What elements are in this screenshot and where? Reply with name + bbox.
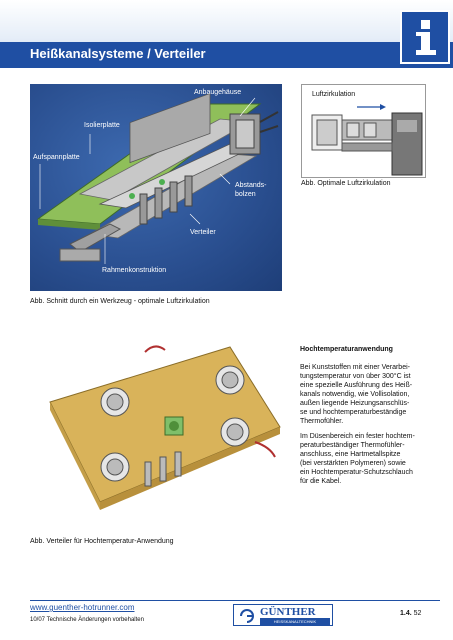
air-circulation-illustration [311,104,423,176]
header-bar [0,42,453,68]
paragraph-2-line: anschluss, eine Hartmetallspitze [300,451,401,458]
paragraph-2-line: Im Düsenbereich ein fester hochtem- [300,433,415,440]
paragraph-2: Im Düsenbereich ein fester hochtem- pera… [300,432,430,486]
paragraph-1: Bei Kunststoffen mit einer Verarbei- tun… [300,363,430,426]
distributor-figure [30,332,282,532]
distributor-illustration [49,345,281,510]
paragraph-2-line: für die Kabel. [300,478,342,485]
paragraph-2-line: ein Hochtemperatur-Schutzschlauch [300,469,413,476]
paragraph-1-line: außen liegende Heizungsanschlüs- [300,400,410,407]
air-circulation-figure: Luftzirkulation [301,84,426,178]
page-title: Heißkanalsysteme / Verteiler [30,46,206,61]
label-aufspannplatte: Aufspannplatte [33,154,80,161]
caption-tool-section: Abb. Schnitt durch ein Werkzeug - optima… [30,298,210,305]
website-link[interactable]: www.guenther-hotrunner.com [30,603,135,612]
paragraph-1-line: eine spezielle Ausführung des Heiß- [300,382,413,389]
paragraph-1-line: Bei Kunststoffen mit einer Verarbei- [300,364,410,371]
info-icon [400,10,450,64]
tool-section-illustration [36,92,279,264]
label-rahmenkonstruktion: Rahmenkonstruktion [102,267,167,274]
paragraph-2-line: peraturbeständiger Thermofühler- [300,442,405,449]
logo-mark-icon [240,609,254,623]
label-abstandsbolzen-2: bolzen [235,191,256,198]
label-isolierplatte: Isolierplatte [84,122,120,129]
paragraph-1-line: tungstemperatur von über 300°C ist [300,373,411,380]
footer-divider [30,600,440,601]
tool-section-figure: Anbaugehäuse Isolierplatte Aufspannplatt… [30,84,282,291]
label-abstandsbolzen-1: Abstands- [235,182,267,189]
page-number-value: 52 [413,610,422,617]
footer-note: 10/07 Technische Änderungen vorbehalten [30,617,144,623]
label-verteiler: Verteiler [190,229,216,236]
section-title: Hochtemperaturanwendung [300,346,393,353]
company-logo: GÜNTHER HEISSKANALTECHNIK [233,604,333,626]
paragraph-2-line: (bei verstärkten Polymeren) sowie [300,460,406,467]
page-section: 1.4. [400,610,412,617]
label-luftzirkulation: Luftzirkulation [312,91,356,98]
paragraph-1-line: kanals notwendig, wie Vollisolation, [300,391,410,398]
caption-distributor: Abb. Verteiler für Hochtemperatur-Anwend… [30,538,174,545]
logo-wordmark: GÜNTHER [260,606,316,618]
label-anbaugehaeuse: Anbaugehäuse [194,89,242,96]
paragraph-1-line: Thermofühler. [300,418,344,425]
logo-subtitle: HEISSKANALTECHNIK [260,618,330,625]
caption-air-circulation: Abb. Optimale Luftzirkulation [301,180,391,187]
paragraph-1-line: se und hochtemperaturbeständige [300,409,407,416]
page-number: 1.4. 52 [400,610,421,617]
